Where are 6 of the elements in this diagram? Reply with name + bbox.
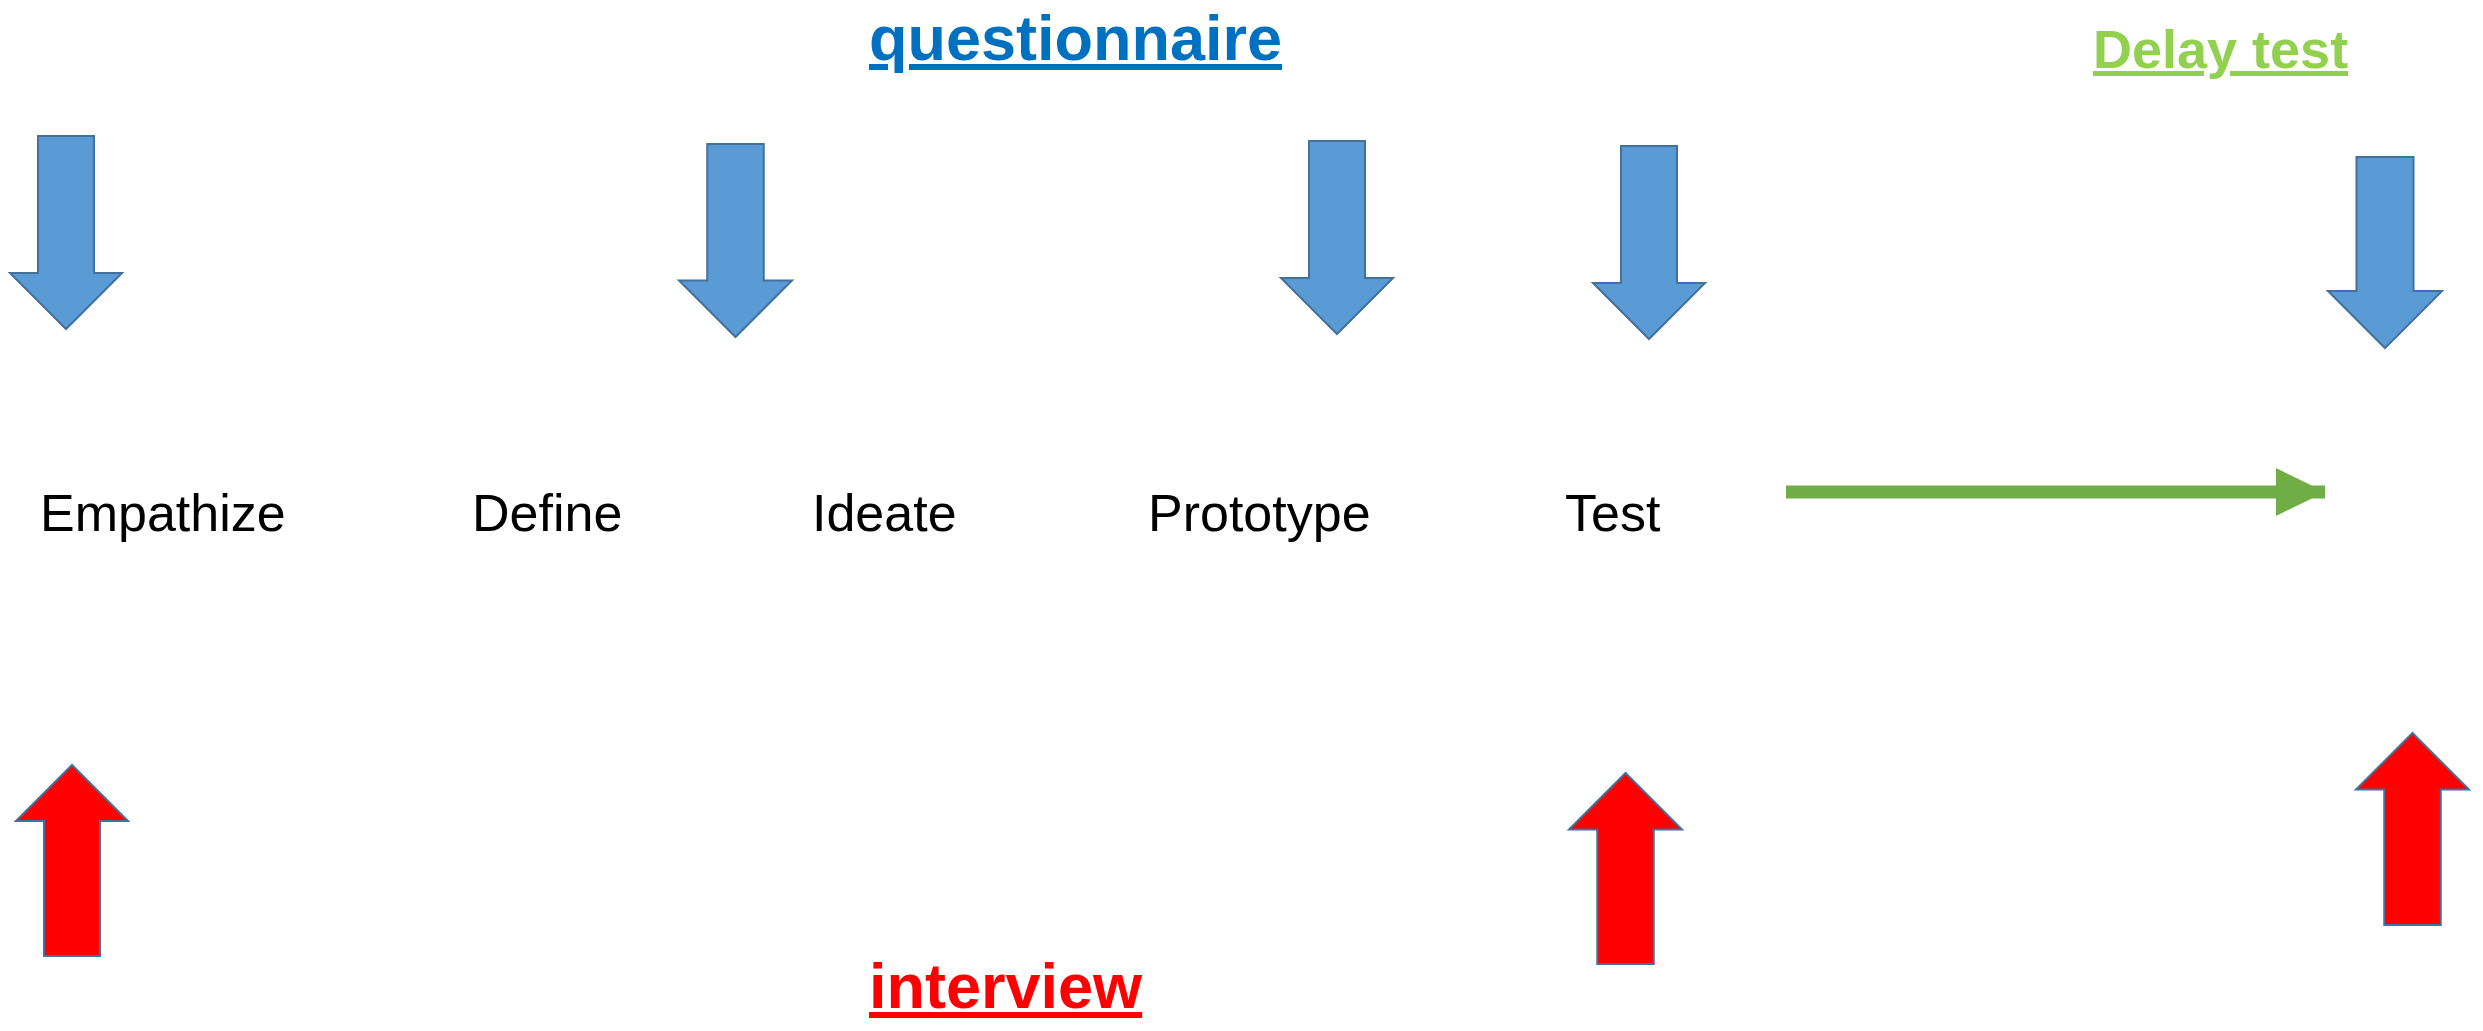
heading-label: Delay test bbox=[2093, 20, 2349, 80]
stage-label: Test bbox=[1565, 487, 1661, 539]
stage-label: Ideate bbox=[812, 487, 957, 539]
stage-label: Define bbox=[472, 487, 623, 539]
heading-label: questionnaire bbox=[869, 4, 1283, 74]
heading-label: interview bbox=[869, 952, 1143, 1022]
